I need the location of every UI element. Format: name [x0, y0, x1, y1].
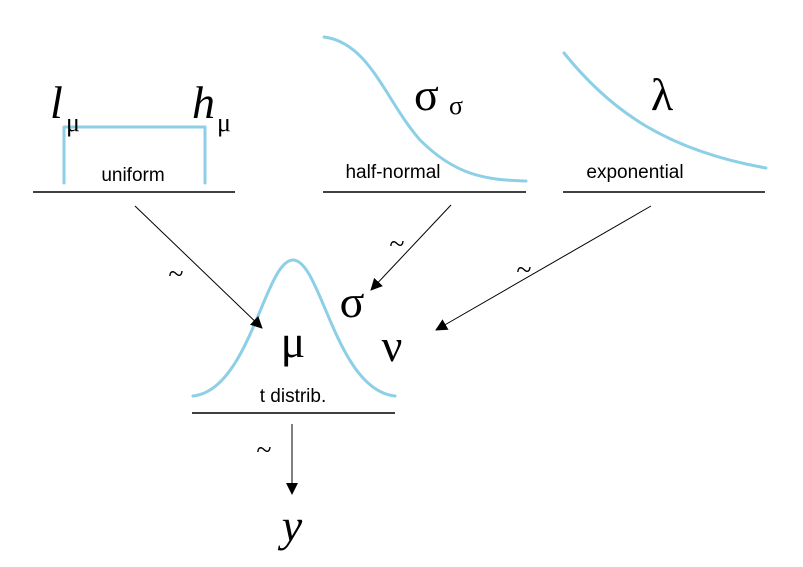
tilde-labels: ~ ~ ~ ~: [168, 229, 531, 466]
arrow-exponential-to-nu: [435, 205, 652, 331]
uniform-low-param-sub: μ: [66, 108, 80, 137]
edges: [134, 204, 652, 495]
t-distrib-nu-param: ν: [382, 320, 403, 371]
t-distrib-curve: [191, 258, 397, 398]
t-distrib-mu-param: μ: [281, 316, 306, 367]
half-normal-param-sub: σ: [449, 91, 463, 120]
t-distrib-node: t distrib. μ σ ν: [191, 258, 403, 414]
uniform-node: uniform l μ h μ: [33, 77, 235, 193]
uniform-low-param: l: [50, 77, 63, 128]
exponential-param: λ: [651, 69, 674, 120]
tilde-t-distrib-edge: ~: [256, 435, 271, 466]
half-normal-param: σ: [414, 69, 439, 120]
uniform-high-param-sub: μ: [217, 108, 231, 137]
uniform-curve: [62, 125, 207, 185]
uniform-label: uniform: [101, 165, 164, 186]
t-distrib-sigma-param: σ: [340, 276, 365, 327]
uniform-high-param: h: [192, 77, 215, 128]
exponential-label: exponential: [586, 162, 683, 183]
exponential-node: exponential λ: [562, 51, 768, 193]
tilde-half-normal-edge: ~: [389, 229, 404, 260]
t-distrib-label: t distrib.: [260, 386, 327, 407]
tilde-exponential-edge: ~: [516, 255, 531, 286]
half-normal-curve: [322, 35, 528, 183]
exponential-curve: [562, 51, 768, 170]
output-y: y: [278, 500, 303, 551]
arrow-uniform-to-mu: [134, 205, 263, 329]
arrow-half-normal-to-sigma: [370, 204, 452, 291]
half-normal-node: half-normal σ σ: [322, 35, 528, 193]
tilde-uniform-edge: ~: [168, 259, 183, 290]
half-normal-label: half-normal: [345, 162, 440, 183]
